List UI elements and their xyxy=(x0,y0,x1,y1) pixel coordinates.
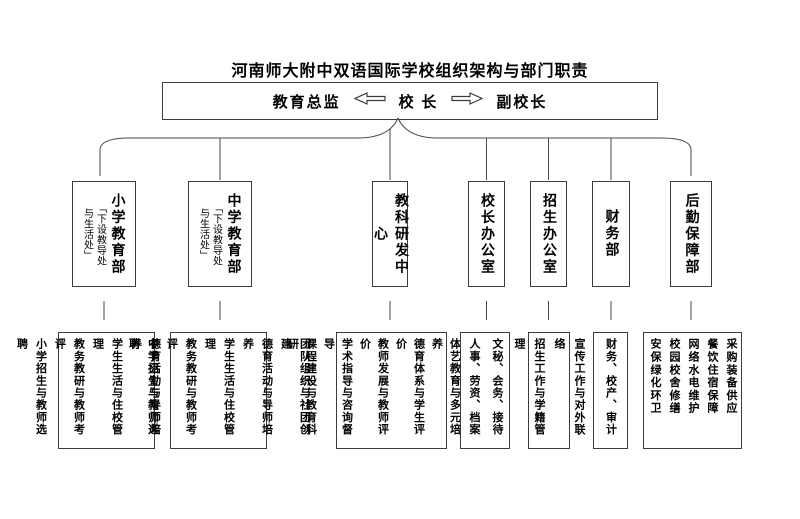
duty-item: 中学招生与教师选聘 xyxy=(127,338,159,436)
duties-box-research-development-center: 心理健康与成长辅导 体艺教育与多元培养 德育体系与学生评价 教师发展与教师评价 … xyxy=(287,332,497,449)
dept-name: 校长办公室 xyxy=(479,192,494,276)
duty-item: 教务教研与教师考评 xyxy=(165,338,197,436)
duty-item: 团队组织与社团创建 xyxy=(279,338,311,436)
dept-note: 「下设教导处 xyxy=(94,202,106,266)
duty-item: 学生生活与住校管理 xyxy=(91,338,123,436)
dept-name: 后勤保障部 xyxy=(683,192,699,276)
page-title: 河南师大附中双语国际学校组织架构与部门职责 xyxy=(231,63,589,80)
duty-item: 校园校舍修缮 xyxy=(668,338,680,415)
duty-item: 小学招生与教师选聘 xyxy=(15,338,47,436)
dept-note: 「下设教导处 xyxy=(210,202,222,266)
duty-item: 宣传工作与对外联络 xyxy=(553,338,585,436)
duty-item: 课程建设与教育科研 xyxy=(286,338,317,436)
duties-box-primary-school-education: 少先大队与社团创建 德育活动与导师培养 学生生活与住校管理 教务教研与教师考评 … xyxy=(16,332,199,449)
dept-box-principal-office: 校长办公室 xyxy=(468,181,505,287)
dept-box-middle-school-education: 中学教育部 「下设教导处 与生活处」 xyxy=(188,181,252,287)
dept-note: 与生活处」 xyxy=(197,207,209,261)
dept-note: 与生活处」 xyxy=(81,207,93,261)
duty-item: 财务、校产、审计 xyxy=(604,338,617,436)
duty-item: 教务教研与教师考评 xyxy=(53,338,85,436)
duties-box-principal-office: 文秘、会务、接待 人事、劳资、档案 xyxy=(460,332,510,449)
duty-item: 招生工作与学籍管理 xyxy=(513,338,545,436)
hollow-left-arrow-icon xyxy=(353,92,386,110)
dept-box-primary-school-education: 小学教育部 「下设教导处 与生活处」 xyxy=(72,181,136,287)
duties-box-middle-school-education: 团队组织与社团创建 德育活动与导师培养 学生生活与住校管理 教务教研与教师考评 … xyxy=(128,332,311,449)
role-education-director: 教育总监 xyxy=(272,94,341,111)
duties-box-logistics-support: 采购装备供应 餐饮住宿保障 网络水电维护 校园校舍修缮 安保绿化环卫 xyxy=(643,332,742,449)
dept-name: 招生办公室 xyxy=(541,192,556,276)
dept-box-research-development-center: 教科研发中心 xyxy=(372,181,408,287)
duty-item: 教师发展与教师评价 xyxy=(358,338,389,436)
leadership-box: 教育总监 校 长 副校长 xyxy=(162,82,658,120)
dept-name: 教科研发中心 xyxy=(372,192,408,276)
duty-item: 网络水电维护 xyxy=(687,338,699,415)
duty-item: 德育活动与导师培养 xyxy=(241,338,273,436)
dept-box-logistics-support: 后勤保障部 xyxy=(670,181,712,287)
role-principal: 校 长 xyxy=(398,94,439,111)
dept-name: 小学教育部 xyxy=(109,192,125,276)
duty-item: 餐饮住宿保障 xyxy=(706,338,718,415)
duties-box-finance: 财务、校产、审计 xyxy=(593,332,628,449)
hollow-right-arrow-icon xyxy=(451,92,484,110)
duty-item: 人事、劳资、档案 xyxy=(468,338,480,436)
duty-item: 学术指导与咨询督导 xyxy=(322,338,353,436)
duty-item: 德育体系与学生评价 xyxy=(394,338,425,436)
dept-box-finance: 财务部 xyxy=(592,181,630,287)
role-vice-principal: 副校长 xyxy=(496,94,548,111)
duties-box-admissions-office: 宣传工作与对外联络 招生工作与学籍管理 xyxy=(513,332,585,449)
duty-item: 体艺教育与多元培养 xyxy=(430,338,461,436)
duty-item: 文秘、会务、接待 xyxy=(491,338,503,436)
duty-item: 安保绿化环卫 xyxy=(649,338,661,415)
duty-item: 德育活动与导师培养 xyxy=(129,338,161,436)
duty-item: 采购装备供应 xyxy=(725,338,737,415)
dept-name: 中学教育部 xyxy=(225,192,241,276)
dept-name: 财务部 xyxy=(603,209,619,259)
duty-item: 学生生活与住校管理 xyxy=(203,338,235,436)
dept-box-admissions-office: 招生办公室 xyxy=(530,181,567,287)
